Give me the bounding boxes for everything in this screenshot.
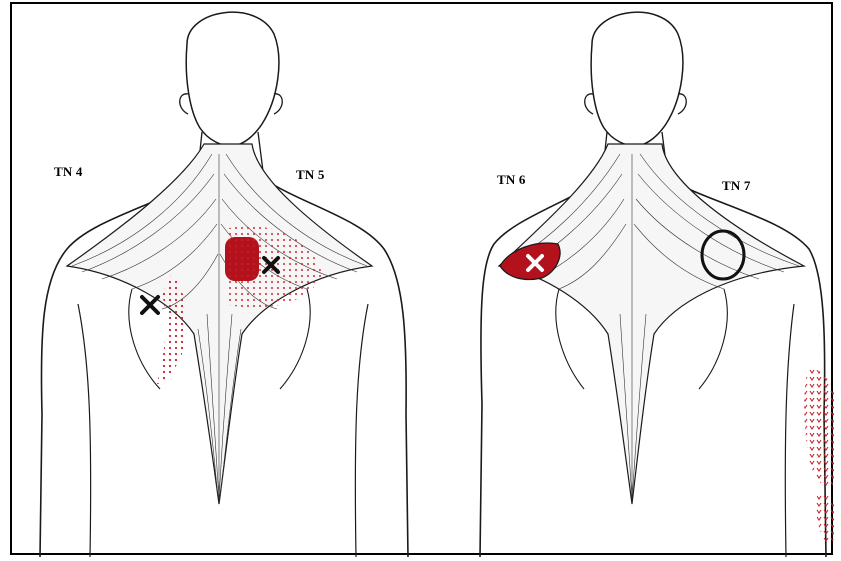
trapezius (499, 144, 804, 504)
head (591, 12, 683, 146)
head (186, 12, 279, 146)
trapezius (67, 144, 372, 504)
tn4-trigger-x (142, 297, 158, 313)
left-back-figure: TN 4 TN 5 (12, 4, 422, 557)
right-ear (678, 94, 686, 114)
left-back-illustration (12, 4, 422, 557)
right-scapula (699, 289, 727, 389)
right-ear (274, 94, 282, 114)
tn7-pain-zone-lower (816, 492, 834, 543)
diagram-frame: TN 4 TN 5 (10, 2, 833, 555)
label-tn6: TN 6 (497, 172, 526, 188)
right-back-figure: TN 6 TN 7 (424, 4, 834, 557)
left-ear (585, 94, 593, 114)
label-tn4: TN 4 (54, 164, 83, 180)
tn7-pain-zone-upper (804, 369, 834, 487)
label-tn5: TN 5 (296, 167, 325, 183)
left-ear (180, 94, 188, 114)
left-arm-line (78, 304, 91, 557)
left-scapula (129, 289, 160, 389)
right-back-illustration (424, 4, 834, 557)
right-arm-line (355, 304, 368, 557)
label-tn7: TN 7 (722, 178, 751, 194)
right-arm-line (785, 304, 794, 557)
right-scapula (280, 289, 310, 389)
